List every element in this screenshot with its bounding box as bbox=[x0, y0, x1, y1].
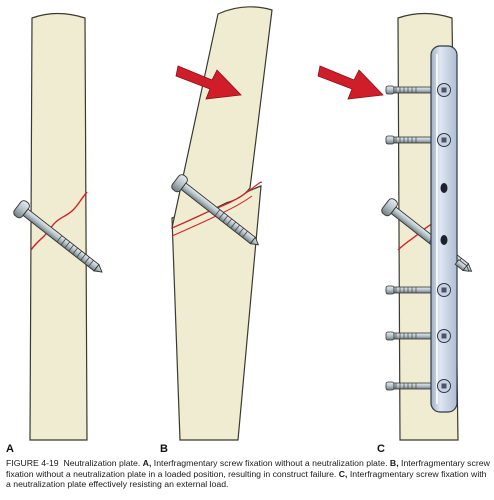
plate-screw-head bbox=[437, 283, 451, 297]
caption-c-letter: C, bbox=[338, 468, 348, 479]
plate-screw bbox=[385, 331, 435, 341]
figure-caption: FIGURE 4-19 Neutralization plate. A, Int… bbox=[6, 458, 492, 490]
caption-c-text: Interfragmentary screw fixation with a n… bbox=[6, 468, 487, 490]
fracture-line bbox=[30, 191, 88, 251]
plate-hole bbox=[440, 183, 448, 193]
plate-screw bbox=[385, 85, 435, 95]
plate-screw-head bbox=[437, 83, 451, 97]
bone-lower-segment bbox=[171, 185, 262, 441]
caption-b-text: Interfragmentary screw fixation without … bbox=[6, 458, 490, 479]
caption-title: Neutralization plate. bbox=[63, 458, 141, 468]
panel-a bbox=[13, 12, 103, 441]
interfragmentary-screw bbox=[13, 200, 103, 273]
plate-hole bbox=[440, 235, 448, 245]
caption-a-letter: A, bbox=[142, 458, 152, 468]
load-arrow bbox=[317, 65, 384, 100]
panel-b-label: B bbox=[160, 443, 168, 455]
caption-a-text: Interfragmentary screw fixation without … bbox=[153, 458, 388, 468]
plate-screw bbox=[385, 285, 435, 295]
screw-tip bbox=[454, 259, 470, 272]
plate-screw-head bbox=[437, 133, 451, 147]
plate-screw bbox=[385, 135, 435, 145]
load-arrow bbox=[175, 65, 242, 100]
neutralization-plate bbox=[430, 45, 458, 413]
figure-label: FIGURE 4-19 bbox=[6, 458, 59, 468]
panel-c bbox=[317, 12, 473, 441]
panel-c-label: C bbox=[377, 443, 385, 455]
interfragmentary-screw bbox=[171, 174, 260, 246]
plate-screw-head bbox=[437, 379, 451, 393]
fracture-line bbox=[171, 181, 263, 229]
bone-shaft bbox=[29, 12, 88, 441]
panel-a-label: A bbox=[6, 443, 14, 455]
caption-b-letter: B, bbox=[389, 458, 399, 468]
plate-screw bbox=[385, 381, 435, 391]
plate-screw-head bbox=[437, 329, 451, 343]
panel-b bbox=[171, 6, 273, 441]
